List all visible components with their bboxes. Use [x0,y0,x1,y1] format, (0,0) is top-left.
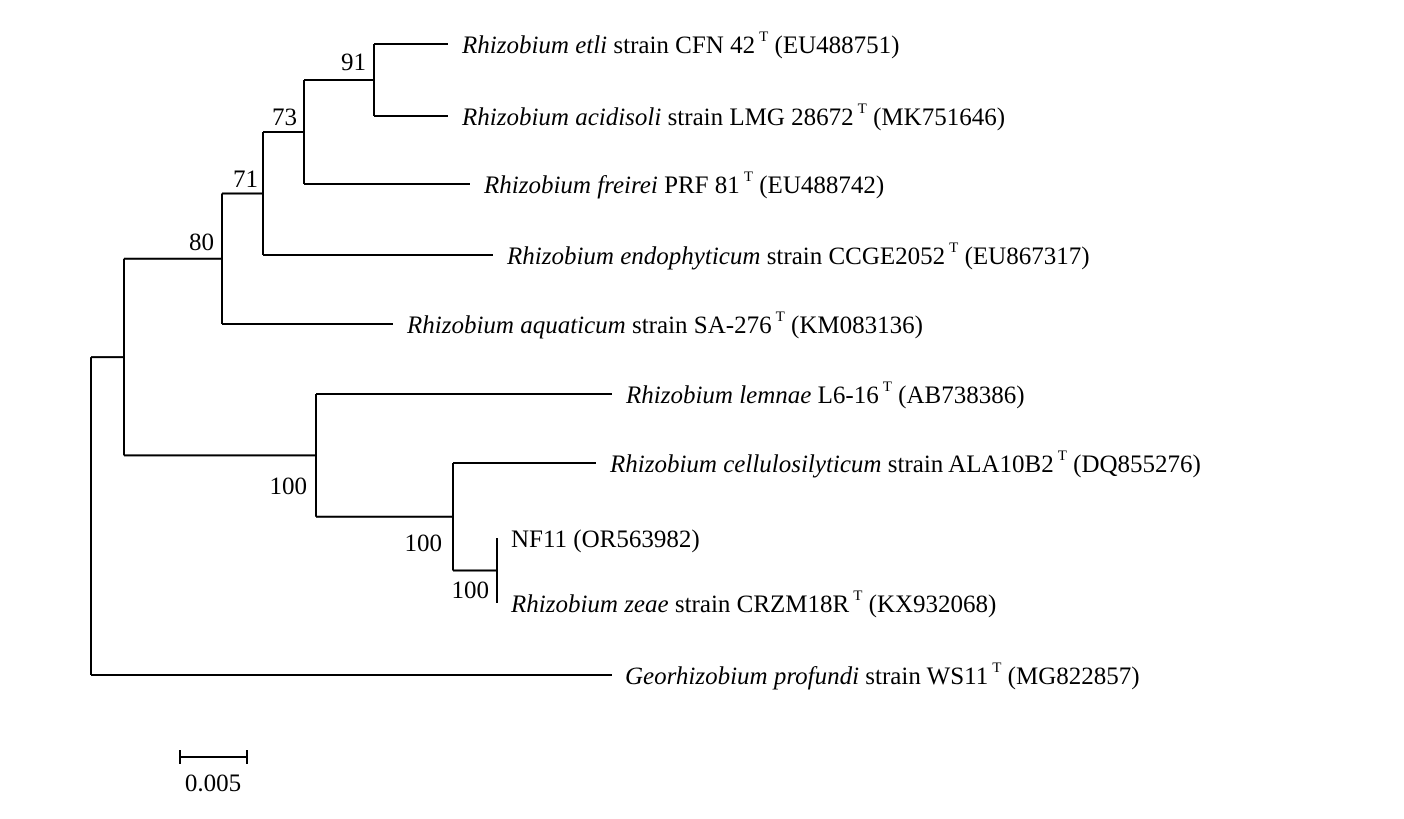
taxon-label-acidisoli-name: Rhizobium acidisoli [461,104,661,131]
taxon-label-lemnae-strain: L6-16 [811,382,878,409]
bootstrap-n_cellulosilyticum: 100 [405,530,443,557]
bootstrap-n_etli_acidisoli: 91 [341,49,366,76]
bootstrap-n_lemnae: 100 [270,473,308,500]
taxon-label-cellulosilyticum-accession: (DQ855276) [1067,451,1201,478]
taxon-label-nf11: NF11 (OR563982) [511,526,700,553]
taxon-label-cellulosilyticum-name: Rhizobium cellulosilyticum [609,451,881,478]
taxon-label-freirei-name: Rhizobium freirei [483,172,658,199]
taxon-label-etli-name: Rhizobium etli [461,32,607,59]
bootstrap-n_freirei: 73 [272,104,297,131]
taxon-label-lemnae-name: Rhizobium lemnae [625,382,811,409]
taxon-label-cellulosilyticum-strain: strain ALA10B2 [881,451,1053,478]
taxon-label-lemnae-accession: (AB738386) [892,382,1025,409]
taxon-label-profundi-strain: strain WS11 [859,663,988,690]
taxon-label-zeae-accession: (KX932068) [862,591,996,618]
taxon-label-profundi-type-mark: T [992,660,1001,676]
scale-bar-label: 0.005 [185,770,241,797]
taxon-label-endophyticum-accession: (EU867317) [958,243,1089,270]
taxon-label-cellulosilyticum-type-mark: T [1058,448,1067,464]
taxon-label-acidisoli-accession: (MK751646) [867,104,1005,131]
taxon-label-freirei-accession: (EU488742) [753,172,884,199]
taxon-label-zeae-type-mark: T [853,588,862,604]
taxon-label-profundi-accession: (MG822857) [1001,663,1139,690]
taxon-label-aquaticum-name: Rhizobium aquaticum [406,312,626,339]
bootstrap-n_aquaticum: 80 [189,229,214,256]
taxon-label-lemnae-type-mark: T [883,379,892,395]
taxon-label-acidisoli-strain: strain LMG 28672 [661,104,853,131]
taxon-label-etli-accession: (EU488751) [768,32,899,59]
taxon-label-freirei-strain: PRF 81 [658,172,740,199]
taxon-label-cellulosilyticum: Rhizobium cellulosilyticum strain ALA10B… [609,448,1201,478]
taxon-label-aquaticum-type-mark: T [776,309,785,325]
taxon-label-profundi-name: Georhizobium profundi [625,663,859,690]
taxon-label-endophyticum-name: Rhizobium endophyticum [506,243,760,270]
taxon-label-zeae-name: Rhizobium zeae [510,591,669,618]
taxon-label-aquaticum-strain: strain SA-276 [626,312,772,339]
bootstrap-n_endophyticum: 71 [233,166,258,193]
taxon-label-acidisoli: Rhizobium acidisoli strain LMG 28672 T (M… [461,101,1005,131]
taxon-label-aquaticum-accession: (KM083136) [785,312,923,339]
taxon-label-zeae-strain: strain CRZM18R [669,591,850,618]
tree-branches [90,43,612,676]
taxon-label-etli-type-mark: T [759,29,768,45]
taxon-label-endophyticum-type-mark: T [949,240,958,256]
bootstrap-n_nf11_zeae: 100 [452,577,490,604]
taxon-label-etli-strain: strain CFN 42 [607,32,755,59]
taxon-label-endophyticum-strain: strain CCGE2052 [760,243,945,270]
taxon-label-freirei-type-mark: T [744,169,753,185]
taxon-label-lemnae: Rhizobium lemnae L6-16 T (AB738386) [625,379,1025,409]
bootstrap-values: 91 73 71 80 100 100 100 [189,49,489,604]
scale-bar: 0.005 [179,750,248,797]
taxon-label-nf11-strain: NF11 (OR563982) [511,526,700,553]
taxon-label-acidisoli-type-mark: T [858,101,867,117]
